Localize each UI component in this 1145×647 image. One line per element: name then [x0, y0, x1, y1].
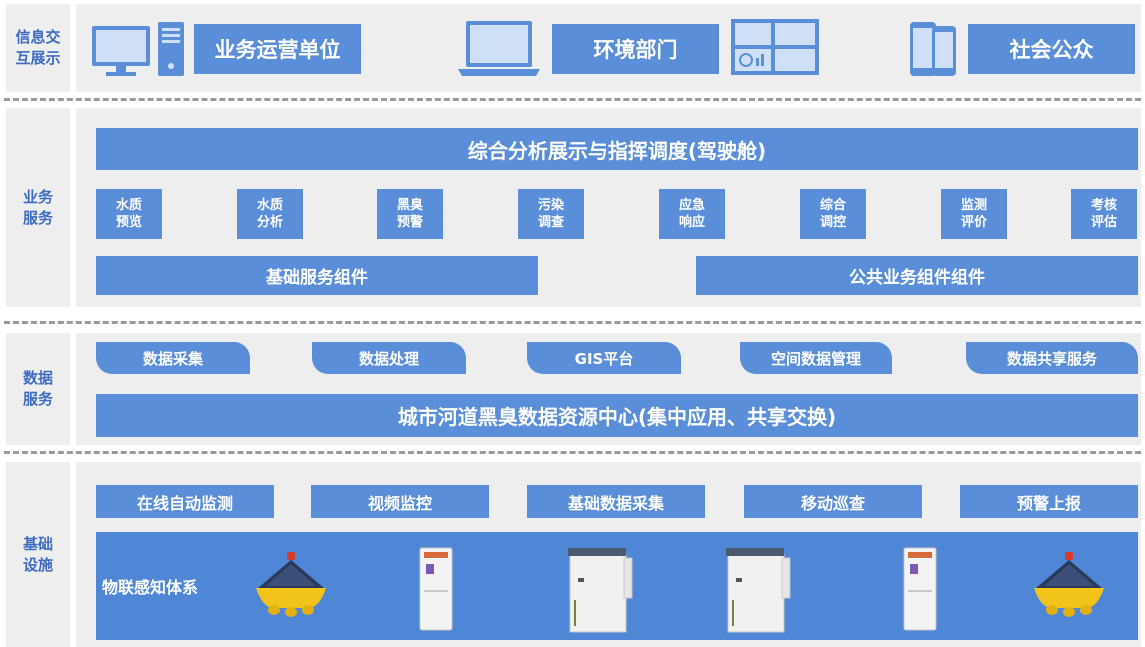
module-monitoring-evaluation: 监测 评价 — [941, 189, 1007, 239]
layer-label-data: 数据 服务 — [6, 333, 70, 445]
infra-warning-report: 预警上报 — [960, 485, 1138, 518]
module-odor-warning: 黑臭 预警 — [377, 189, 443, 239]
layer-panel-business: 综合分析展示与指挥调度(驾驶舱) 水质 预览 水质 分析 黑臭 预警 污染 调查… — [76, 108, 1141, 307]
module-water-preview: 水质 预览 — [96, 189, 162, 239]
layer-panel-display: 业务运营单位 环境部门 社会公众 — [76, 4, 1141, 92]
layer-label-line: 信息交 — [15, 28, 61, 46]
iot-panel: 物联感知体系 — [96, 532, 1138, 640]
module-emergency-response: 应急 响应 — [659, 189, 725, 239]
tab-data-processing: 数据处理 — [312, 342, 466, 374]
public-components-bar: 公共业务组件组件 — [696, 256, 1138, 295]
layer-infra: 基础 设施 在线自动监测 视频监控 基础数据采集 移动巡查 预警上报 物联感知体… — [0, 462, 1145, 647]
module-line: 响应 — [678, 215, 705, 230]
infra-base-data-collection: 基础数据采集 — [527, 485, 705, 518]
module-line: 黑臭 — [396, 198, 423, 213]
layer-label-line: 服务 — [22, 390, 53, 408]
data-resource-center-bar: 城市河道黑臭数据资源中心(集中应用、共享交换) — [96, 394, 1138, 437]
layer-label-infra: 基础 设施 — [6, 462, 70, 647]
layer-business: 业务 服务 综合分析展示与指挥调度(驾驶舱) 水质 预览 水质 分析 黑臭 预警… — [0, 108, 1145, 307]
layer-label-line: 互展示 — [15, 49, 61, 67]
tab-spatial-data: 空间数据管理 — [740, 342, 892, 374]
module-line: 水质 — [115, 198, 142, 213]
desktop-monitor-icon — [92, 26, 150, 76]
layer-panel-data: 数据采集 数据处理 GIS平台 空间数据管理 数据共享服务 城市河道黑臭数据资源… — [76, 333, 1141, 445]
layer-label-line: 服务 — [22, 208, 53, 227]
laptop-icon — [458, 21, 540, 76]
module-line: 调控 — [819, 215, 846, 230]
tab-data-collection: 数据采集 — [96, 342, 250, 374]
module-integrated-control: 综合 调控 — [800, 189, 866, 239]
layer-divider — [4, 321, 1141, 324]
module-line: 预览 — [115, 215, 142, 230]
tab-data-sharing: 数据共享服务 — [966, 342, 1138, 374]
tab-gis-platform: GIS平台 — [527, 342, 681, 374]
infra-video-surveillance: 视频监控 — [311, 485, 489, 518]
module-line: 监测 — [960, 198, 987, 213]
module-line: 综合 — [819, 198, 846, 213]
module-line: 考核 — [1090, 198, 1117, 213]
layer-label-line: 数据 — [22, 369, 53, 387]
environment-box: 环境部门 — [552, 24, 719, 74]
layer-label-line: 基础 — [22, 534, 53, 553]
layer-divider — [4, 451, 1141, 454]
module-line: 评价 — [960, 215, 987, 230]
layer-panel-infra: 在线自动监测 视频监控 基础数据采集 移动巡查 预警上报 物联感知体系 — [76, 462, 1141, 647]
module-line: 分析 — [256, 215, 283, 230]
layer-label-business: 业务 服务 — [6, 108, 70, 307]
module-assessment: 考核 评估 — [1071, 189, 1137, 239]
monitoring-buoy-icon — [256, 552, 326, 617]
module-pollution-survey: 污染 调查 — [518, 189, 584, 239]
infra-mobile-patrol: 移动巡查 — [744, 485, 922, 518]
infra-online-monitoring: 在线自动监测 — [96, 485, 274, 518]
monitoring-cabinet-icon — [726, 548, 791, 633]
water-quality-station-icon — [419, 547, 453, 631]
iot-label: 物联感知体系 — [102, 578, 199, 597]
layer-divider — [4, 98, 1141, 101]
water-quality-station-icon — [903, 547, 937, 631]
layer-label-display: 信息交 互展示 — [6, 4, 70, 92]
layer-data: 数据 服务 数据采集 数据处理 GIS平台 空间数据管理 数据共享服务 城市河道… — [0, 333, 1145, 445]
module-line: 评估 — [1090, 215, 1117, 230]
dashboard-screen-icon — [731, 19, 819, 75]
layer-display: 信息交 互展示 业务运营单位 环境部门 — [0, 4, 1145, 92]
module-water-analysis: 水质 分析 — [237, 189, 303, 239]
module-line: 调查 — [537, 215, 564, 230]
pc-tower-icon — [158, 22, 184, 76]
module-line: 应急 — [678, 198, 705, 213]
public-box: 社会公众 — [968, 24, 1135, 74]
layer-label-line: 业务 — [22, 187, 53, 206]
smartphone-icon — [910, 22, 956, 76]
monitoring-buoy-icon — [1034, 552, 1104, 617]
module-line: 水质 — [256, 198, 283, 213]
layer-label-line: 设施 — [22, 555, 53, 574]
module-line: 预警 — [396, 215, 423, 230]
module-line: 污染 — [537, 198, 564, 213]
cockpit-bar: 综合分析展示与指挥调度(驾驶舱) — [96, 128, 1138, 170]
operators-box: 业务运营单位 — [194, 24, 361, 74]
base-components-bar: 基础服务组件 — [96, 256, 538, 295]
monitoring-cabinet-icon — [568, 548, 633, 633]
